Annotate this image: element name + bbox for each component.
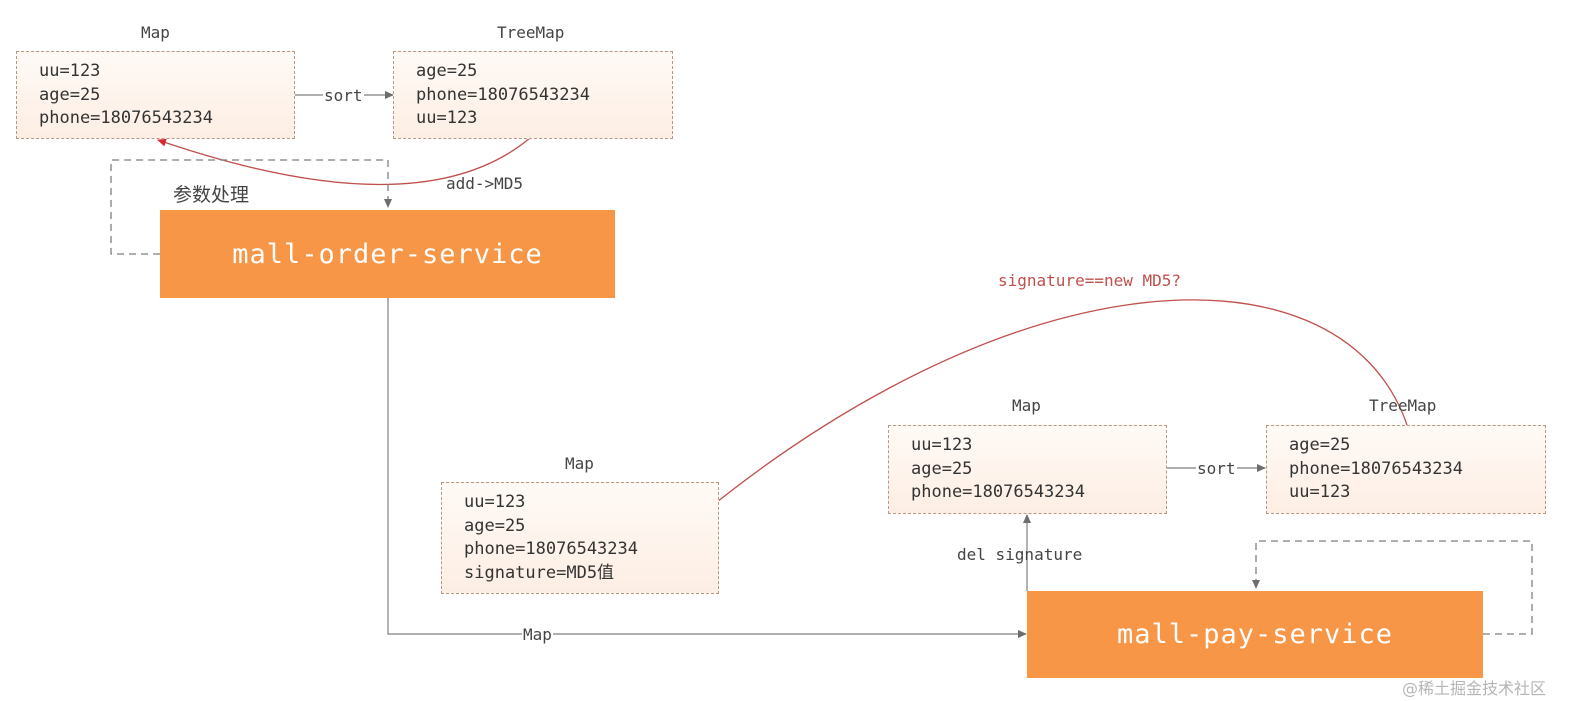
top-treemap-box: age=25 phone=18076543234 uu=123: [393, 51, 673, 139]
sent-map-line: phone=18076543234: [464, 539, 638, 559]
order-service-block: mall-order-service: [160, 210, 615, 298]
top-treemap-line: uu=123: [416, 108, 478, 128]
sent-map-title: Map: [565, 454, 594, 473]
pay-sort-label: sort: [1196, 459, 1237, 478]
param-process-label: 参数处理: [173, 184, 250, 206]
pay-map-line: phone=18076543234: [911, 482, 1085, 502]
del-signature-label: del signature: [957, 545, 1083, 564]
param-process-loop: [110, 159, 392, 255]
pay-service-block: mall-pay-service: [1027, 591, 1483, 678]
sent-map-line: signature=MD5值: [464, 562, 615, 583]
map-transfer-label: Map: [522, 625, 553, 644]
pay-process-loop: [1252, 540, 1533, 635]
pay-map-line: uu=123: [911, 435, 973, 455]
pay-treemap-box: age=25 phone=18076543234 uu=123: [1266, 425, 1546, 514]
top-treemap-title: TreeMap: [497, 23, 565, 42]
verify-signature-label: signature==new MD5?: [998, 271, 1182, 290]
sent-map-box: uu=123 age=25 phone=18076543234 signatur…: [441, 482, 719, 594]
verify-signature-curve: [629, 299, 1408, 578]
pay-treemap-line: phone=18076543234: [1289, 458, 1463, 479]
add-md5-curve: [157, 137, 531, 186]
top-map-box: uu=123 age=25 phone=18076543234: [16, 51, 295, 139]
top-treemap-line: age=25: [416, 61, 478, 81]
top-treemap-line: phone=18076543234: [416, 84, 590, 105]
top-map-line: uu=123: [39, 61, 101, 81]
add-md5-label: add->MD5: [446, 174, 524, 193]
sent-map-line: uu=123: [464, 492, 526, 512]
pay-map-box: uu=123 age=25 phone=18076543234: [888, 425, 1167, 514]
top-map-line: age=25: [39, 84, 101, 105]
top-map-title: Map: [141, 23, 170, 42]
sent-map-line: age=25: [464, 515, 526, 536]
watermark-text: @稀土掘金技术社区: [1402, 679, 1547, 698]
pay-map-title: Map: [1012, 396, 1041, 415]
pay-map-line: age=25: [911, 458, 973, 479]
pay-treemap-title: TreeMap: [1369, 396, 1437, 415]
map-transfer-arrow: [387, 298, 1027, 638]
pay-treemap-line: age=25: [1289, 435, 1351, 455]
top-map-line: phone=18076543234: [39, 108, 213, 128]
pay-treemap-line: uu=123: [1289, 482, 1351, 502]
top-sort-label: sort: [323, 86, 364, 105]
